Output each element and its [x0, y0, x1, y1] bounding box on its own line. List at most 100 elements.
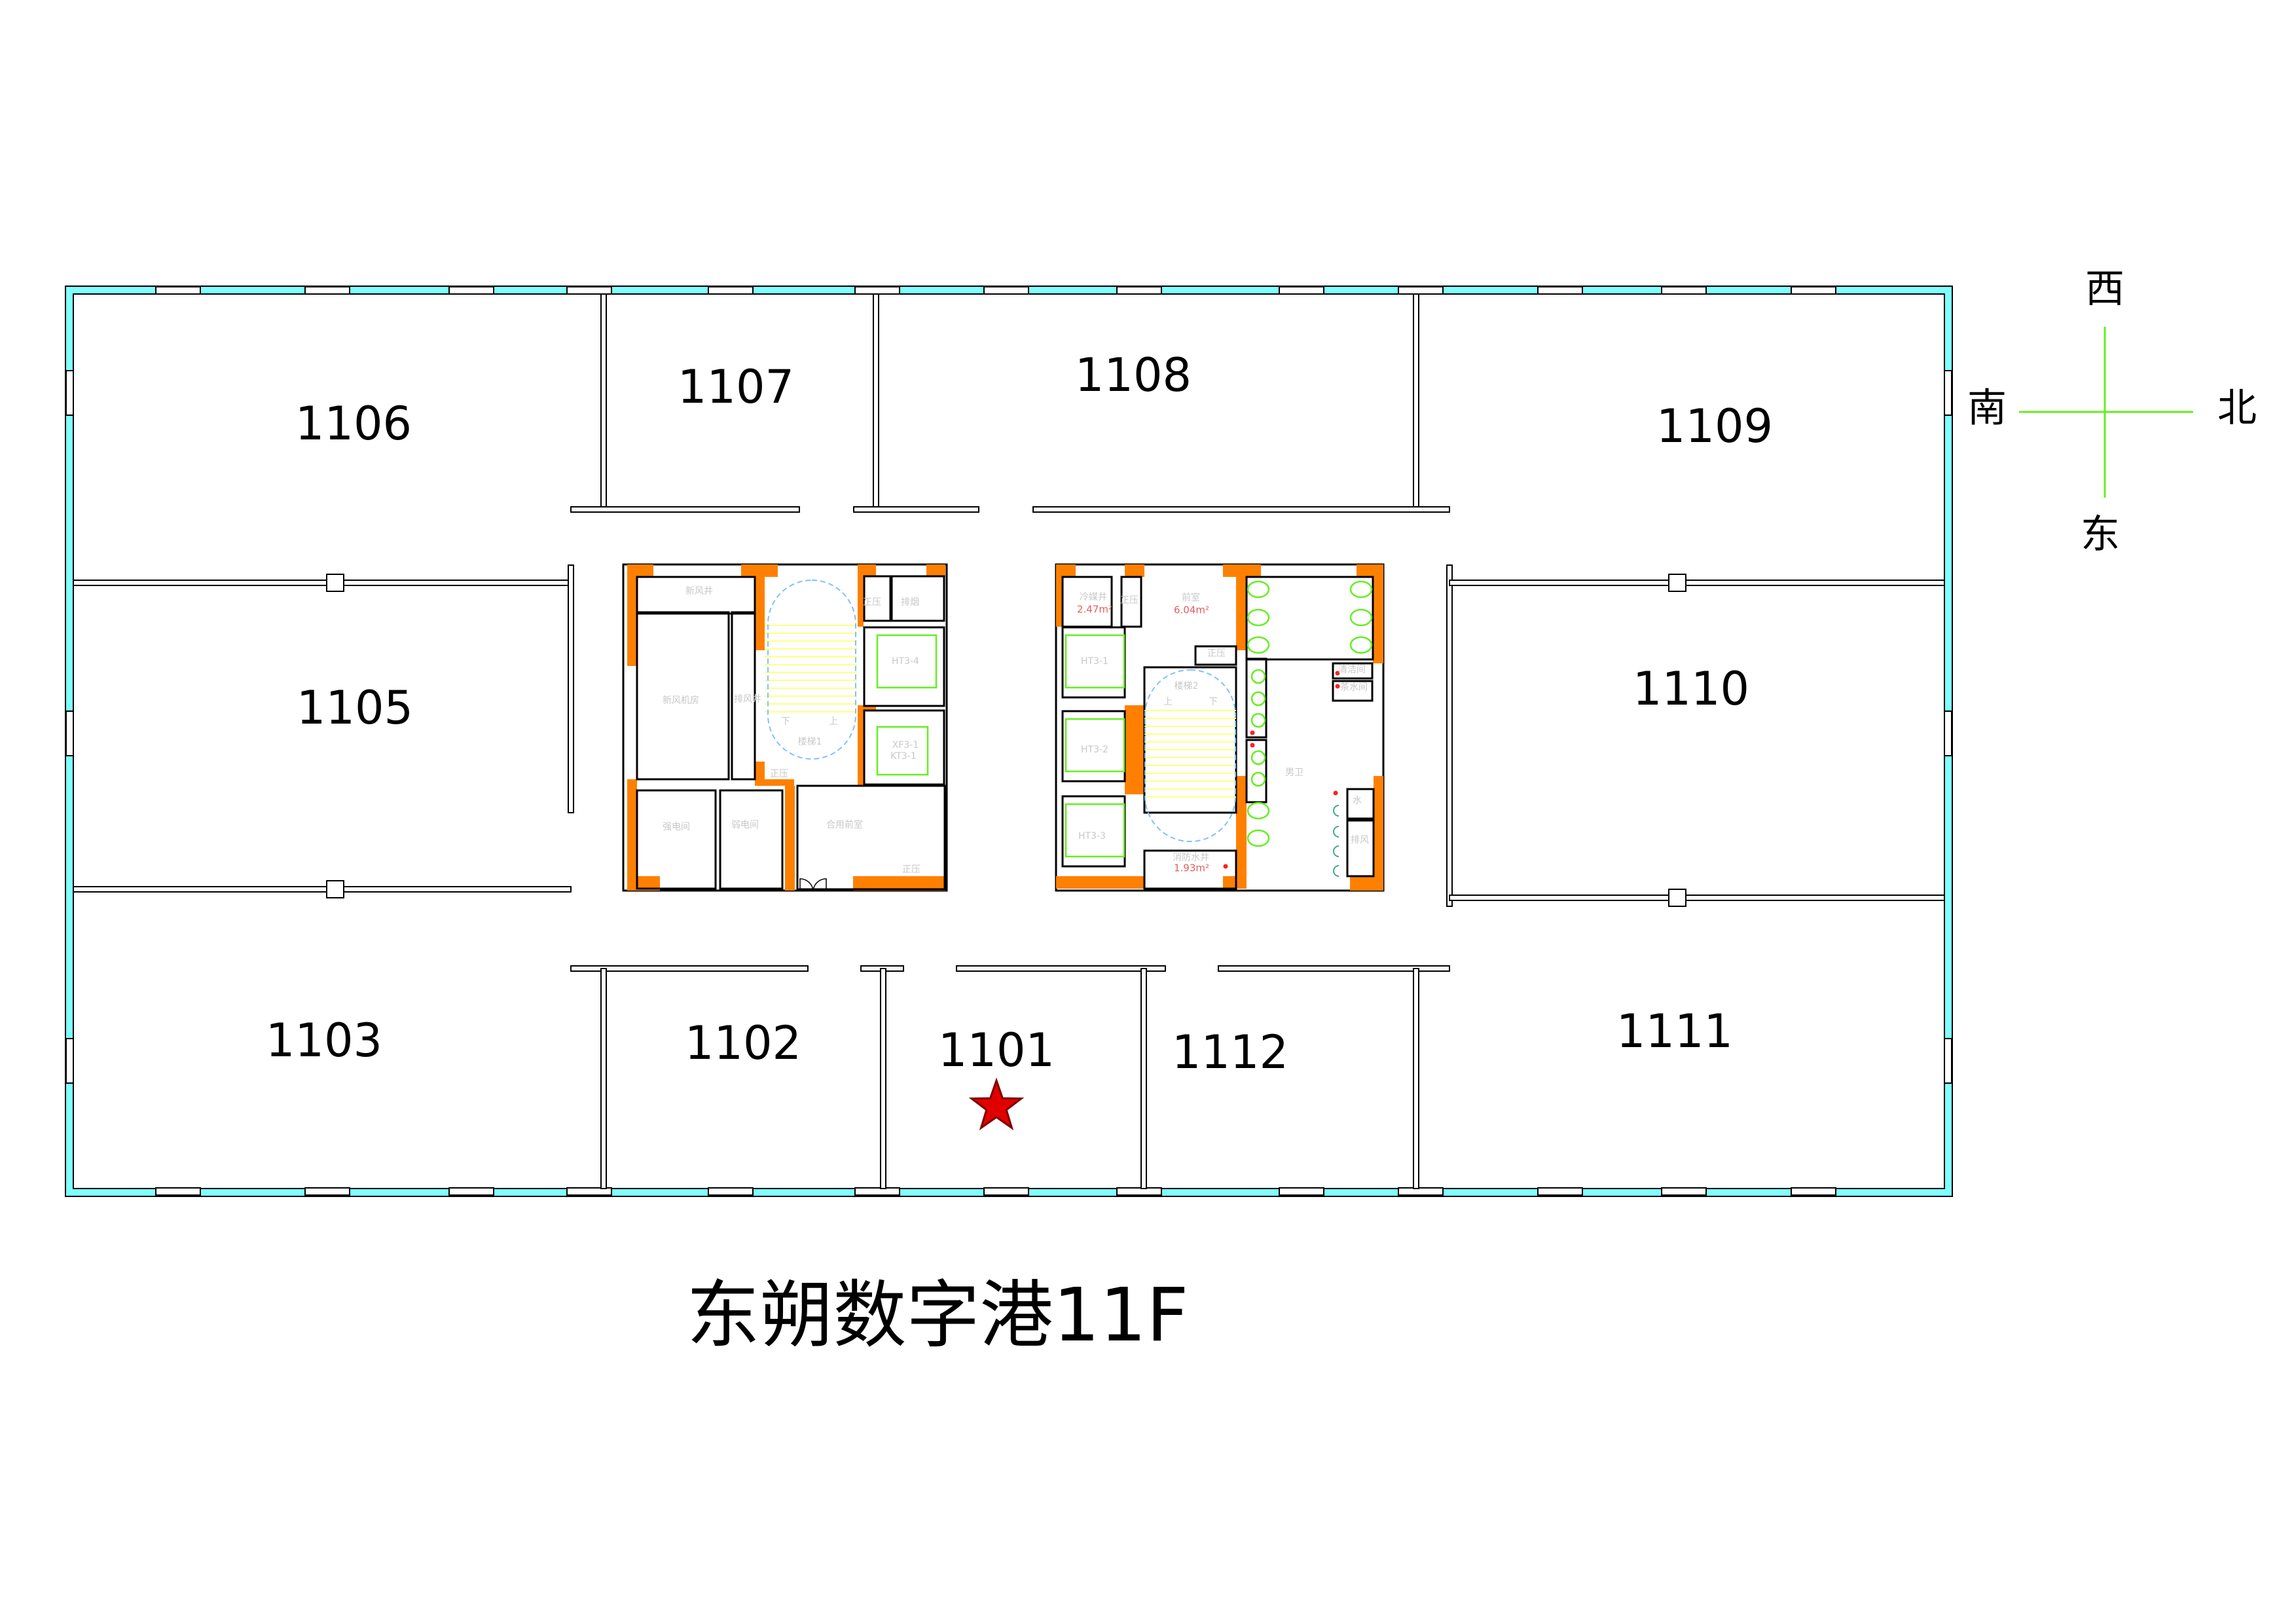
core-wall: [858, 705, 876, 711]
partition-wall: [600, 968, 607, 1189]
compass: 西 东 南 北: [1967, 267, 2257, 558]
label-refrigerant-shaft: 冷媒井: [1080, 592, 1107, 602]
core-room: [1332, 680, 1374, 702]
window-mullion: [566, 286, 612, 295]
core-room: [1245, 576, 1374, 661]
partition-walls: [73, 293, 1945, 1189]
core-wall: [853, 876, 945, 891]
floor-drain: [1223, 864, 1228, 869]
window-mullion: [566, 1187, 612, 1196]
toilet: [1247, 580, 1270, 599]
window-mullion: [155, 286, 201, 295]
core-wall: [627, 564, 637, 666]
elevator-car: [876, 634, 938, 689]
room-1106[interactable]: 1106: [295, 397, 412, 451]
core-wall: [741, 564, 778, 577]
room-1107[interactable]: 1107: [678, 360, 794, 414]
window-mullion: [1116, 286, 1162, 295]
sink: [1333, 845, 1339, 857]
elevator-car: [1065, 634, 1125, 689]
label-pressurize: 正压: [1207, 648, 1226, 659]
floor-drain: [1335, 684, 1340, 689]
label-elevator-ht3-4: HT3-4: [892, 656, 919, 667]
core-room: [636, 611, 730, 781]
floor-drain: [1333, 790, 1338, 796]
partition-wall: [73, 886, 572, 893]
core-room: [719, 789, 784, 890]
room-1108[interactable]: 1108: [1075, 348, 1192, 402]
window-mullion: [1279, 1187, 1324, 1196]
room-1109[interactable]: 1109: [1656, 399, 1773, 453]
label-mens-restroom: 男卫: [1285, 767, 1303, 778]
core-wall: [627, 876, 660, 891]
window-mullion: [304, 1187, 350, 1196]
window-mullion: [983, 1187, 1029, 1196]
core-wall: [627, 779, 637, 891]
toilet: [1349, 608, 1373, 627]
window-mullion: [1398, 1187, 1444, 1196]
core-wall: [1374, 776, 1383, 891]
label-stair-up: 上: [1163, 697, 1173, 707]
core-room: [863, 626, 945, 707]
stair-outline: [1144, 669, 1236, 842]
elevator-car: [1065, 718, 1125, 773]
toilet: [1349, 580, 1373, 599]
label-elevator-kt3-1: KT3-1: [890, 751, 917, 762]
core-room: [863, 575, 892, 622]
core-wall: [858, 705, 864, 786]
core-room: [890, 575, 945, 622]
room-1102[interactable]: 1102: [685, 1016, 801, 1070]
urinal: [1250, 750, 1266, 766]
partition-wall: [73, 580, 572, 586]
core-room: [796, 784, 946, 891]
room-1103[interactable]: 1103: [266, 1014, 382, 1067]
room-1111[interactable]: 1111: [1616, 1005, 1733, 1058]
compass-south: 南: [1967, 386, 2007, 432]
sink: [1333, 805, 1339, 817]
window-mullion: [1398, 286, 1444, 295]
compass-east: 东: [2081, 512, 2120, 558]
window-mullion: [1661, 1187, 1707, 1196]
core-wall: [926, 564, 945, 577]
elevator-car: [1065, 803, 1125, 858]
core-wall: [1357, 564, 1383, 577]
room-1101[interactable]: 1101: [938, 1024, 1055, 1077]
core-wall: [1373, 577, 1383, 663]
room-1112[interactable]: 1112: [1172, 1025, 1288, 1079]
core-left: [622, 563, 948, 892]
room-1105[interactable]: 1105: [297, 681, 413, 735]
toilet: [1247, 636, 1270, 654]
window-mullion: [448, 1187, 494, 1196]
core-wall: [1223, 876, 1247, 889]
window-mullion: [708, 1187, 754, 1196]
window-mullion: [1116, 1187, 1162, 1196]
partition-wall: [1218, 965, 1450, 972]
window-mullion: [854, 1187, 900, 1196]
window-mullion: [448, 286, 494, 295]
partition-wall: [1449, 895, 1945, 901]
label-smoke-exhaust: 排烟: [901, 597, 919, 608]
label-elevator-ht3-2: HT3-2: [1081, 745, 1108, 755]
partition-wall: [873, 293, 879, 510]
label-weak-electric-room: 弱电间: [731, 820, 759, 830]
window-mullion: [983, 286, 1029, 295]
column: [1668, 889, 1686, 907]
window-mullion: [1944, 710, 1952, 756]
window-mullion: [1279, 286, 1324, 295]
toilet: [1247, 802, 1270, 820]
window-mullion: [65, 1038, 74, 1084]
label-stair-2: 楼梯2: [1175, 681, 1199, 692]
label-stair-down: 下: [781, 716, 790, 727]
sink: [1333, 865, 1339, 877]
window-mullion: [304, 286, 350, 295]
door: [799, 878, 827, 891]
core-room: [863, 709, 945, 786]
core-room: [731, 611, 756, 781]
core-wall: [1236, 776, 1247, 889]
room-1110[interactable]: 1110: [1633, 662, 1749, 716]
floor-drain: [1250, 730, 1255, 735]
core-wall: [785, 786, 795, 891]
label-stair-up: 上: [829, 716, 838, 727]
window-mullion: [1661, 286, 1707, 295]
